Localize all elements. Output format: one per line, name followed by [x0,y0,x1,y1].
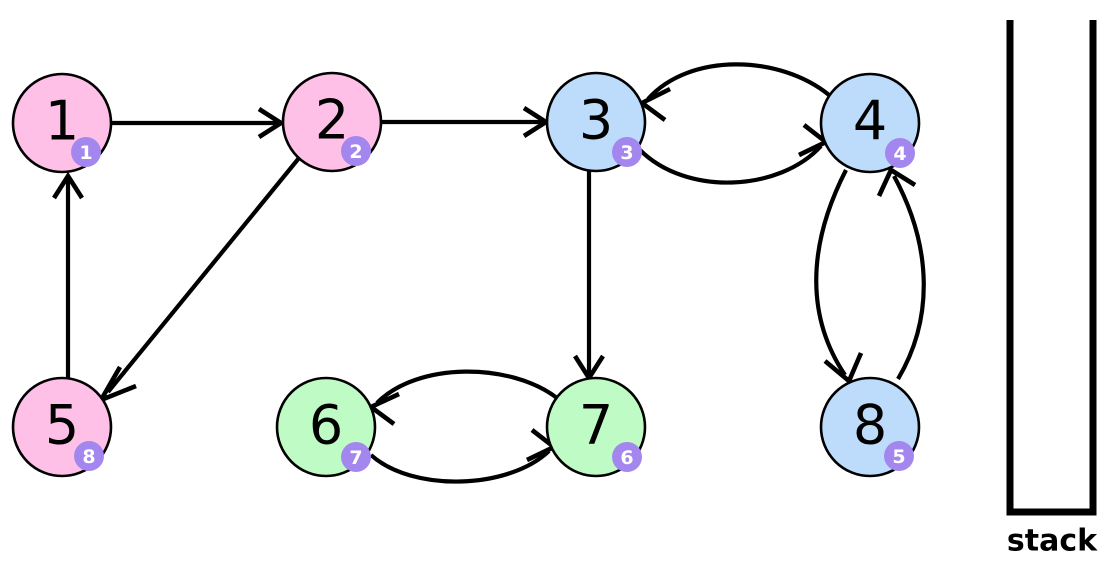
node-6-badge-circle [341,442,371,472]
node-8-badge-circle [884,441,914,471]
edge-layer [52,62,926,484]
graph-node-8[interactable]: 8 5 [819,376,921,478]
node-3-badge-circle [612,137,642,167]
node-5-badge-circle [74,441,104,471]
node-3-label: 3 [579,89,613,152]
node-8-label: 8 [853,394,887,457]
node-2-label: 2 [315,89,349,152]
node-1-badge-circle [71,137,101,167]
node-4-badge-label: 4 [893,143,906,165]
edge-5-to-1 [52,171,84,378]
node-3-badge-label: 3 [620,142,633,164]
edge-4-to-3 [637,62,831,122]
graph-node-4[interactable]: 4 4 [819,72,921,174]
edge-4-to-8 [814,169,864,385]
node-4-badge-circle [885,138,915,168]
node-1-label: 1 [45,90,79,153]
edge-6-to-7 [369,428,559,484]
node-layer: 1 1 2 2 3 3 4 4 [11,71,921,478]
edge-3-to-7 [573,171,605,383]
node-5-badge-label: 8 [82,446,95,468]
node-6-badge-label: 7 [349,447,362,469]
node-7-badge-circle [612,442,642,472]
node-7-badge-label: 6 [620,447,633,469]
node-2-badge-label: 2 [349,141,362,163]
node-4-label: 4 [853,90,887,153]
edge-7-to-6 [366,369,559,426]
graph-node-1[interactable]: 1 1 [11,72,113,174]
edge-2-to-5 [95,156,301,405]
graph-node-2[interactable]: 2 2 [281,71,383,173]
graph-node-5[interactable]: 5 8 [11,376,113,478]
edge-8-to-4 [876,166,926,381]
stack-container: stack [1006,20,1098,559]
edge-2-to-3 [381,106,551,138]
node-1-badge-label: 1 [79,142,92,164]
edge-3-to-4 [638,123,831,185]
node-7-label: 7 [579,394,613,457]
graph-node-3[interactable]: 3 3 [545,71,647,173]
graph-node-6[interactable]: 6 7 [275,376,377,478]
stack-label: stack [1007,524,1098,559]
node-6-label: 6 [309,394,343,457]
edge-1-to-2 [111,107,286,139]
node-8-badge-label: 5 [892,446,905,468]
graph-node-7[interactable]: 7 6 [545,376,647,478]
stack-walls [1006,20,1097,516]
node-5-label: 5 [45,394,79,457]
node-2-badge-circle [341,136,371,166]
